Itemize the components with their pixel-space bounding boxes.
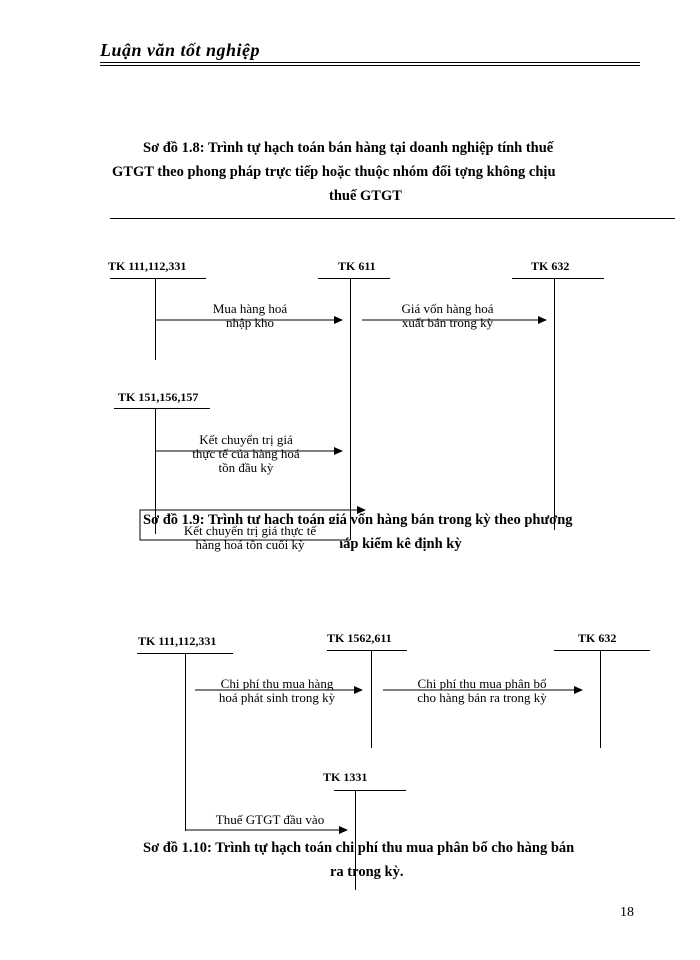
diagram1-flow-purchase-label: Mua hàng hoá nhập kho [185,302,315,330]
diagram3-caption-line2: ra trong kỳ. [330,864,404,880]
diagram1-account-tk111: TK 111,112,331 [108,259,187,273]
diagram1-account-tk632: TK 632 [531,259,570,273]
diagram2-account-tk1331: TK 1331 [323,770,368,784]
diagram1-flow-opening-line3: tồn đầu kỳ [218,460,274,475]
diagram2-taccount-tk1562-bar [327,650,407,651]
diagram1-taccount-tk611-bar [318,278,390,279]
diagram1-caption-line3: thuế GTGT [329,188,402,204]
diagram2-taccount-tk1331-stem [355,790,356,890]
diagram2-flow-vat-input-label: Thuế GTGT đầu vào [215,812,325,827]
diagram2-taccount-tk632-stem [600,650,601,748]
diagram1-taccount-tk632-stem [554,278,555,530]
diagram2-account-tk632: TK 632 [578,631,617,645]
diagram2-flow-cost-allocated-line2: cho hàng bán ra trong kỳ [417,690,547,705]
diagram2-flow-cost-incurred-line1: Chi phí thu mua hàng [220,676,334,691]
page-number: 18 [620,905,634,920]
diagram2-flow-cost-incurred-label: Chi phí thu mua hàng hoá phát sinh trong… [197,677,357,705]
diagram2-taccount-tk1331-bar [334,790,406,791]
diagram1-flow-cogs-label: Giá vốn hàng hoá xuất bán trong kỳ [380,302,515,330]
diagram1-taccount-tk111-bar [110,278,206,279]
diagram1-flow-opening-line1: Kết chuyển trị giá [199,432,293,447]
diagram2-flow-cost-allocated-line1: Chi phí thu mua phân bổ [417,676,547,691]
diagram2-flow-cost-incurred-line2: hoá phát sinh trong kỳ [218,690,336,705]
diagram1-caption-line1: Sơ đồ 1.8: Trình tự hạch toán bán hàng t… [143,140,554,156]
document-header-title: Luận văn tốt nghiệp [100,40,261,60]
diagram1-flow-cogs-line1: Giá vốn hàng hoá [401,301,494,316]
diagram1-separator [110,218,675,219]
diagram1-taccount-tk151-bar [114,408,210,409]
diagram1-flow-purchase-line2: nhập kho [225,315,275,330]
diagram1-flow-opening-line2: thực tế của hàng hoá [192,446,300,461]
diagram2-taccount-tk111-stem [185,653,186,831]
header-rule-top [100,62,640,63]
diagram1-taccount-tk611-stem [350,278,351,540]
diagram2-account-tk111: TK 111,112,331 [138,634,217,648]
diagram1-account-tk151: TK 151,156,157 [118,390,199,404]
diagram1-flow-closing-label: Kết chuyển trị giá thực tế hàng hoá tồn … [160,524,340,552]
diagram1-flow-closing-line2: hàng hoá tồn cuối kỳ [195,537,305,552]
diagram1-account-tk611: TK 611 [338,259,376,273]
header-rule-bottom [100,65,640,66]
diagram3-caption-line1: Sơ đồ 1.10: Trình tự hạch toán chi phí t… [143,840,575,856]
diagram1-taccount-tk111-stem [155,278,156,360]
diagram2-taccount-tk632-bar [554,650,650,651]
diagram1-caption-line2: GTGT theo phong pháp trực tiếp hoặc thuộ… [112,164,556,180]
diagram2-caption-line2: pháp kiểm kê định kỳ [327,536,462,552]
diagram1-taccount-tk151-stem [155,408,156,534]
diagram1-arrow-closing [139,506,366,541]
diagram1-taccount-tk632-bar [512,278,604,279]
diagram1-flow-cogs-line2: xuất bán trong kỳ [401,315,494,330]
diagram2-account-tk1562: TK 1562,611 [327,631,392,645]
diagram1-flow-opening-label: Kết chuyển trị giá thực tế của hàng hoá … [166,433,326,475]
diagram1-flow-purchase-line1: Mua hàng hoá [212,301,288,316]
diagram2-flow-cost-allocated-label: Chi phí thu mua phân bổ cho hàng bán ra … [397,677,567,705]
diagram2-taccount-tk1562-stem [371,650,372,748]
diagram1-flow-closing-line1: Kết chuyển trị giá thực tế [183,523,317,538]
